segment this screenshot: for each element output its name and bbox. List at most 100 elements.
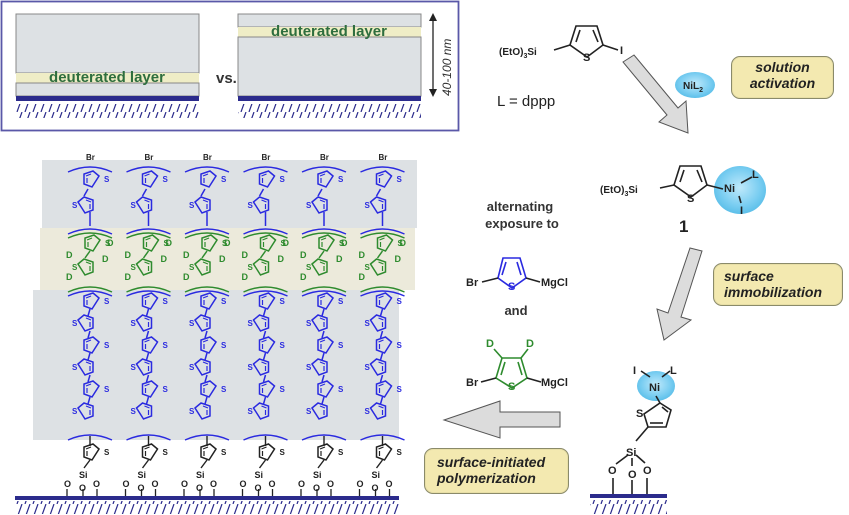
immobilized-nickel: Ni	[649, 382, 660, 394]
immobilized-initiator-structure	[590, 370, 675, 514]
intermediate-iodide: I	[740, 205, 743, 217]
ring-sulfur: S	[306, 319, 312, 328]
immobilized-silicon: Si	[626, 447, 636, 459]
ring-sulfur: S	[280, 175, 286, 184]
ring-sulfur: S	[338, 341, 344, 350]
ring-sulfur: S	[189, 319, 195, 328]
deuterium-label: D	[125, 272, 132, 282]
monomer-a-sulfur: S	[508, 281, 515, 293]
immobilized-sulfur: S	[636, 408, 643, 420]
deuterium-label: D	[400, 238, 407, 248]
ring-sulfur: S	[365, 263, 371, 272]
step3-line1: surface-initiated	[437, 454, 546, 470]
oxygen-label: O	[196, 483, 203, 493]
inset-right-deuterated-label: deuterated layer	[271, 23, 387, 40]
thickness-label: 40-100 nm	[440, 39, 454, 96]
oxygen-label: O	[372, 483, 379, 493]
brush-layers	[33, 160, 417, 440]
oxygen-label: O	[123, 479, 130, 489]
monomer-b-magnesium: MgCl	[541, 377, 568, 389]
deuterium-label: D	[66, 272, 73, 282]
ring-sulfur: S	[248, 319, 254, 328]
end-group-bromine: Br	[262, 153, 271, 162]
ring-sulfur: S	[72, 319, 78, 328]
oxygen-label: O	[357, 479, 364, 489]
ring-sulfur: S	[131, 363, 137, 372]
immobilized-iodide: I	[633, 365, 636, 377]
silicon-label: Si	[255, 470, 264, 480]
step-label-solution-activation: solution activation	[731, 56, 834, 99]
monomer-b-structure	[480, 348, 542, 389]
ring-sulfur: S	[306, 201, 312, 210]
ring-sulfur: S	[221, 448, 227, 457]
monomer-b-deuterium-1: D	[486, 338, 494, 350]
step-label-surface-initiated-polymerization: surface-initiated polymerization	[424, 448, 569, 494]
step1-line1: solution	[755, 59, 810, 75]
ring-sulfur: S	[104, 297, 110, 306]
inset-left-deuterated-label: deuterated layer	[49, 69, 165, 86]
ring-sulfur: S	[398, 239, 404, 248]
deuterium-label: D	[224, 238, 231, 248]
ring-sulfur: S	[104, 385, 110, 394]
silicon-label: Si	[372, 470, 381, 480]
oxygen-label: O	[313, 483, 320, 493]
ring-sulfur: S	[72, 363, 78, 372]
ring-sulfur: S	[280, 385, 286, 394]
end-group-bromine: Br	[145, 153, 154, 162]
start-monomer-sulfur: S	[583, 52, 590, 64]
oxygen-label: O	[240, 479, 247, 489]
ligand-definition: L = dppp	[497, 93, 555, 110]
ring-sulfur: S	[163, 448, 169, 457]
ring-sulfur: S	[72, 201, 78, 210]
step-label-surface-immobilization: surface immobilization	[713, 263, 843, 306]
intermediate-silane-group: (EtO)3Si	[600, 185, 638, 198]
oxygen-label: O	[210, 479, 217, 489]
ring-sulfur: S	[164, 239, 170, 248]
ring-sulfur: S	[163, 297, 169, 306]
oxygen-label: O	[269, 479, 276, 489]
oxygen-label: O	[327, 479, 334, 489]
deuterium-label: D	[183, 272, 190, 282]
intermediate-ligand: L	[752, 169, 759, 181]
and-text: and	[504, 303, 527, 318]
deuterium-label: D	[359, 250, 366, 260]
ring-sulfur: S	[397, 341, 403, 350]
oxygen-label: O	[386, 479, 393, 489]
ring-sulfur: S	[280, 297, 286, 306]
ring-sulfur: S	[306, 407, 312, 416]
monomer-a-bromo: Br	[466, 277, 479, 289]
ring-sulfur: S	[189, 263, 195, 272]
deuterium-label: D	[166, 238, 173, 248]
ring-sulfur: S	[131, 319, 137, 328]
ring-sulfur: S	[281, 239, 287, 248]
ring-sulfur: S	[72, 407, 78, 416]
step3-line2: polymerization	[437, 470, 536, 486]
silicon-label: Si	[138, 470, 147, 480]
oxygen-label: O	[64, 479, 71, 489]
ring-sulfur: S	[248, 263, 254, 272]
monomer-a-structure	[481, 257, 541, 289]
ring-sulfur: S	[248, 407, 254, 416]
ring-sulfur: S	[104, 341, 110, 350]
ring-sulfur: S	[365, 201, 371, 210]
ring-sulfur: S	[338, 175, 344, 184]
deuterium-label: D	[66, 250, 73, 260]
intermediate-1-structure	[659, 165, 766, 214]
intermediate-nickel: Ni	[724, 183, 735, 195]
deuterium-label: D	[219, 254, 226, 264]
ring-sulfur: S	[163, 175, 169, 184]
inset-comparison	[0, 0, 460, 132]
end-group-bromine: Br	[86, 153, 95, 162]
silicon-label: Si	[313, 470, 322, 480]
ring-sulfur: S	[397, 175, 403, 184]
intermediate-sulfur: S	[687, 193, 694, 205]
ring-sulfur: S	[131, 263, 137, 272]
ring-sulfur: S	[397, 448, 403, 457]
ring-sulfur: S	[221, 297, 227, 306]
nickel-reagent-label: NiL2	[683, 81, 703, 94]
